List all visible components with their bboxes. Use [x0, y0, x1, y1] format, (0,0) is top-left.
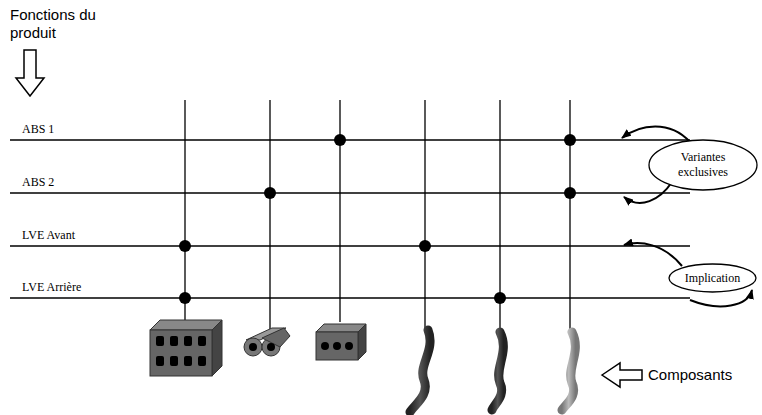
function-label: LVE Avant [22, 228, 75, 243]
oval-text: Implication [685, 271, 740, 286]
oval-node: Implication [668, 263, 757, 293]
axis-title: Fonctions du produit [10, 6, 100, 42]
function-label: ABS 2 [22, 175, 54, 190]
function-label: LVE Arrière [22, 280, 81, 295]
function-label: ABS 1 [22, 122, 54, 137]
axis-title: Composants [648, 366, 732, 383]
oval-node: Variantes exclusives [648, 139, 758, 191]
oval-text: Variantes exclusives [668, 150, 738, 180]
